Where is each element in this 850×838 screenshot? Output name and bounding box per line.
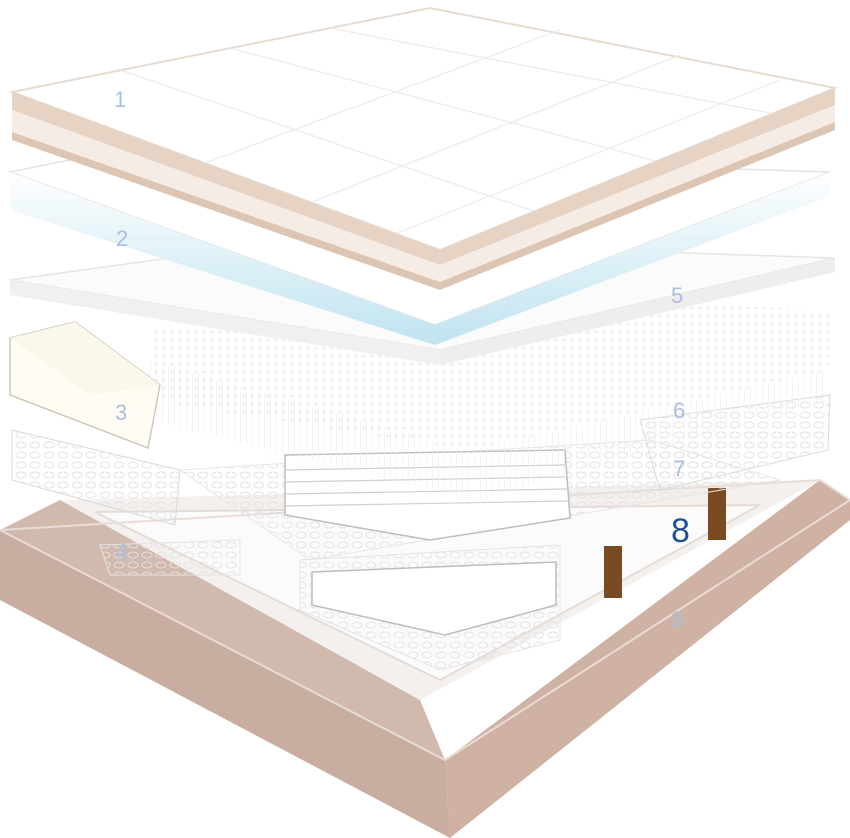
cutaway-foam-block [284, 449, 571, 636]
layer-label-7: 7 [673, 456, 685, 481]
layer-label-5: 5 [671, 283, 683, 308]
layer-label-9: 9 [671, 607, 683, 632]
layer-4-pocket-springs [11, 429, 241, 576]
layer-1-pillow-top [8, 6, 839, 290]
layer-label-3: 3 [115, 400, 127, 425]
layer-label-4: 4 [115, 539, 127, 564]
wood-slat [708, 488, 726, 540]
layer-label-6: 6 [673, 398, 685, 423]
layer-3-side-foam [9, 321, 161, 450]
layer-number-labels: 1 2 3 4 5 6 7 8 9 [114, 87, 690, 632]
layer-label-2: 2 [116, 226, 128, 251]
wood-slat [604, 546, 622, 598]
layer-label-8: 8 [671, 512, 690, 550]
layer-8-wooden-slats [604, 488, 726, 598]
layer-label-1: 1 [114, 87, 126, 112]
